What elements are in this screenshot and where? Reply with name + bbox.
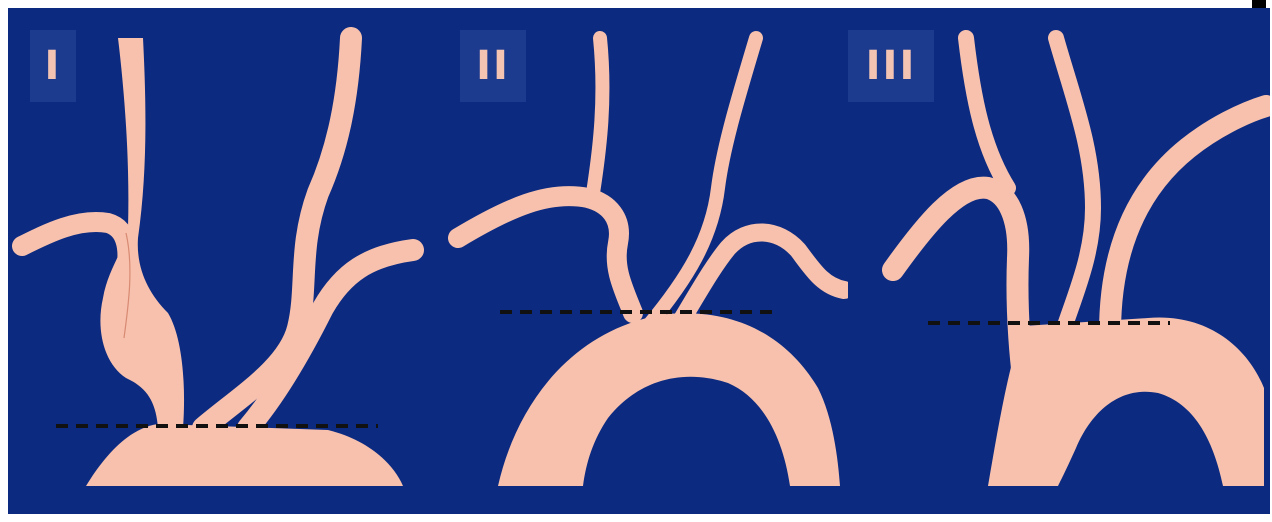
brachiocephalic-trunk	[458, 196, 633, 313]
brachiocephalic-trunk	[893, 188, 1028, 408]
left-common-carotid-artery	[1056, 38, 1093, 358]
panel-type-1: I	[8, 8, 428, 514]
panel-2-drawing	[428, 8, 848, 514]
aortic-arch-types-figure: I II	[8, 8, 1270, 514]
panel-3-drawing	[848, 8, 1270, 514]
aortic-arch	[498, 313, 840, 486]
panel-type-2: II	[428, 8, 848, 514]
left-subclavian-artery	[1110, 106, 1266, 333]
left-subclavian-artery	[248, 250, 413, 428]
right-common-carotid-artery	[593, 38, 602, 193]
right-subclavian-artery	[22, 222, 127, 270]
panel-1-drawing	[8, 8, 428, 514]
right-common-carotid-artery	[966, 38, 1008, 188]
panel-type-3: III	[848, 8, 1270, 514]
